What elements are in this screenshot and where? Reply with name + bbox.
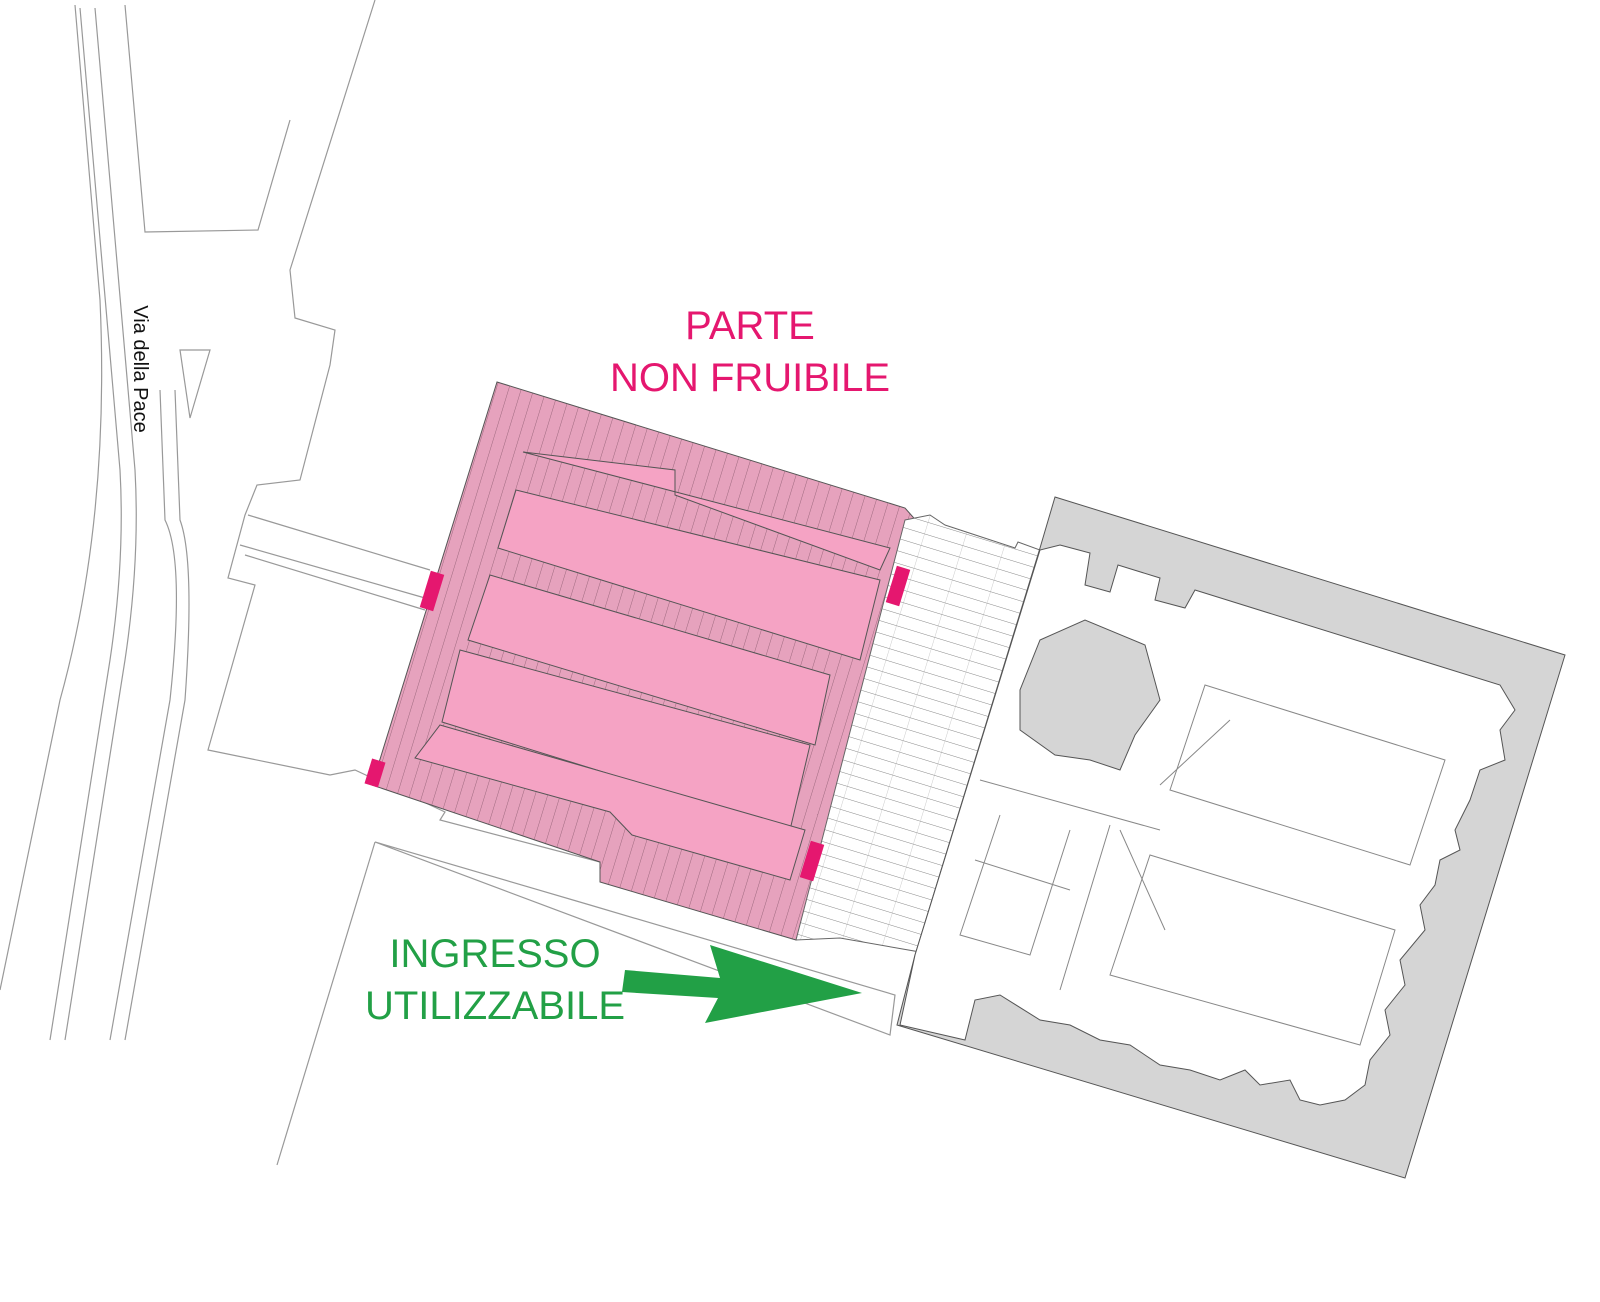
blocked-door-marker xyxy=(799,840,825,882)
restricted-area xyxy=(371,381,921,941)
restricted-area-label: PARTE NON FRUIBILE xyxy=(560,300,940,404)
restricted-label-line2: NON FRUIBILE xyxy=(609,356,891,400)
entrance-arrow-icon xyxy=(622,945,862,1023)
blocked-door-marker xyxy=(419,570,445,612)
access-markers xyxy=(364,565,911,882)
entrance-label: INGRESSO UTILIZZABILE xyxy=(340,928,650,1032)
blocked-door-marker xyxy=(364,758,386,788)
street-label: Via della Pace xyxy=(129,305,151,433)
restricted-label-line1: PARTE xyxy=(685,304,815,348)
cloister-building xyxy=(896,496,1566,1179)
hatched-area xyxy=(795,514,1041,953)
blocked-door-marker xyxy=(885,565,911,607)
entrance-label-line2: UTILIZZABILE xyxy=(364,984,626,1028)
entrance-label-line1: INGRESSO xyxy=(389,932,601,976)
